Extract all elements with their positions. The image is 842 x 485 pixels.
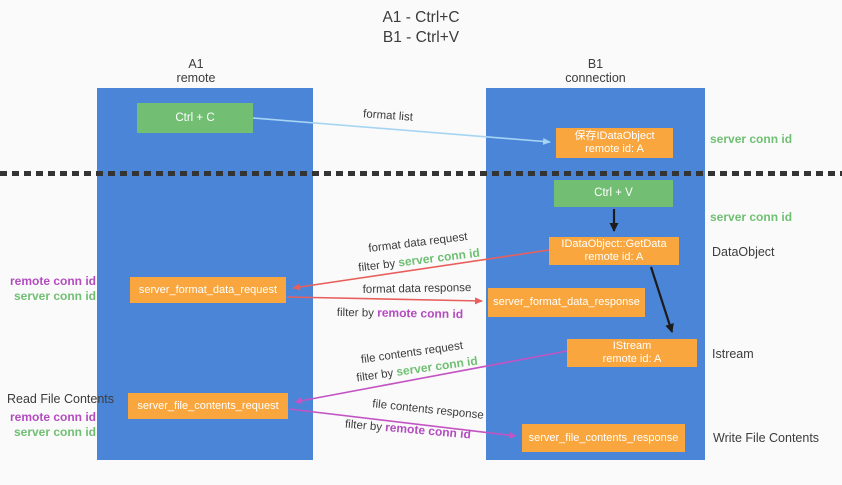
label-format-data-response: format data response — [362, 282, 472, 296]
label-server-conn-id-a: server conn id — [13, 289, 96, 303]
node-server-file-contents-request: server_file_contents_request — [128, 393, 288, 419]
label-pair-format-request-ids: remote conn id server conn id — [0, 274, 96, 304]
node-getdata-line2: remote id: A — [584, 251, 644, 263]
node-server-format-data-request-label: server_format_data_request — [138, 283, 278, 296]
arrow-file-contents-response — [288, 408, 517, 439]
label-server-conn-id-top: server conn id — [710, 132, 793, 146]
filter-by-text: filter by — [336, 306, 375, 320]
label-read-file-contents: Read File Contents — [7, 392, 115, 406]
node-getdata-line1: IDataObject::GetData — [561, 238, 667, 250]
label-server-conn-id-b: server conn id — [13, 425, 96, 439]
node-save-idataobject-line1: 保存IDataObject — [574, 130, 655, 142]
node-ctrl-v-label: Ctrl + V — [594, 187, 633, 199]
phase-separator-dashed-line — [0, 171, 842, 176]
node-server-file-contents-request-label: server_file_contents_request — [137, 399, 279, 412]
title-line-2: B1 - Ctrl+V — [382, 29, 460, 46]
node-server-format-data-response-label: server_format_data_response — [493, 296, 640, 308]
column-b1-subtitle: connection — [565, 71, 626, 85]
node-ctrl-c: Ctrl + C — [137, 103, 253, 133]
node-istream-line1: IStream — [612, 340, 652, 352]
label-filter-by-remote-conn-id-1: filter by remote conn id — [337, 305, 464, 321]
label-write-file-contents: Write File Contents — [713, 431, 820, 445]
title-line-1: A1 - Ctrl+C — [382, 9, 460, 26]
node-istream: IStream remote id: A — [567, 339, 697, 367]
arrow-format-data-request — [292, 249, 550, 291]
arrow-file-contents-request — [294, 350, 568, 405]
node-server-file-contents-response-label: server_file_contents_response — [528, 431, 679, 444]
node-server-format-data-request: server_format_data_request — [130, 277, 286, 303]
node-server-format-data-response: server_format_data_response — [488, 288, 645, 317]
column-a1-name: A1 — [188, 57, 204, 71]
column-a1-subtitle: remote — [176, 71, 216, 85]
column-header-a1: A1 remote — [88, 57, 304, 85]
arrow-format-data-response — [286, 296, 483, 305]
column-b1-name: B1 — [587, 57, 604, 71]
node-istream-line2: remote id: A — [602, 353, 662, 365]
arrow-format-list — [252, 117, 551, 145]
label-remote-conn-id-a: remote conn id — [9, 274, 96, 288]
label-pair-file-request-ids: remote conn id server conn id — [0, 410, 96, 440]
node-ctrl-c-label: Ctrl + C — [175, 111, 215, 124]
label-remote-conn-id-b: remote conn id — [9, 410, 96, 424]
label-istream: Istream — [712, 347, 754, 361]
node-save-idataobject: 保存IDataObject remote id: A — [556, 128, 673, 158]
column-header-b1: B1 connection — [486, 57, 705, 85]
diagram-title: A1 - Ctrl+C B1 - Ctrl+V — [0, 8, 842, 48]
node-save-idataobject-line2: remote id: A — [585, 143, 644, 155]
node-server-file-contents-response: server_file_contents_response — [522, 424, 685, 452]
label-dataobject: DataObject — [712, 245, 775, 259]
label-server-conn-id-mid: server conn id — [710, 210, 793, 224]
node-idataobject-getdata: IDataObject::GetData remote id: A — [549, 237, 679, 265]
arrow-getdata-to-istream — [649, 266, 674, 333]
node-ctrl-v: Ctrl + V — [554, 180, 673, 207]
remote-conn-id-text: remote conn id — [377, 305, 464, 322]
